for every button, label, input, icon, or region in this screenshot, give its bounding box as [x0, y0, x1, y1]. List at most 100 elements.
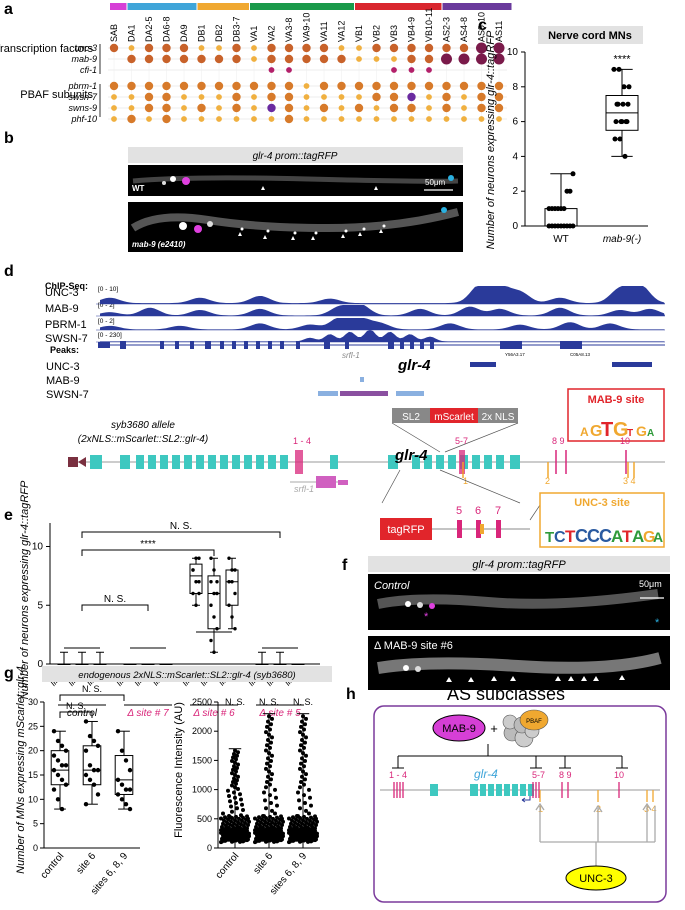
gene-srfl-1: srfl-1 — [342, 351, 360, 360]
g1-point — [87, 763, 93, 768]
expression-dot — [181, 105, 187, 111]
g2-point — [221, 811, 225, 816]
panel-letter-e: e — [4, 507, 13, 524]
expression-dot — [162, 114, 171, 124]
g2-point — [246, 816, 250, 821]
g2-point — [310, 838, 314, 843]
row-label-unc-3: unc-3 — [74, 43, 97, 53]
chart-c-ylabel: Number of neurons expressing glr-4::tagR… — [485, 30, 497, 249]
g2-point — [219, 816, 223, 821]
svg-text:T: T — [545, 529, 554, 546]
e-sig-label: N. S. — [170, 521, 192, 532]
allele-exon — [496, 455, 504, 469]
e-point — [197, 556, 201, 560]
allele-exon — [268, 455, 276, 469]
expression-dot — [373, 116, 380, 122]
expression-dot — [197, 81, 206, 91]
g2-point — [221, 821, 225, 826]
g2-point — [219, 830, 223, 835]
expression-dot — [354, 81, 364, 91]
g2-point — [305, 816, 309, 821]
gene-y56a3: Y56A3.17 — [505, 352, 525, 357]
g2-point — [303, 825, 307, 830]
expression-dot — [338, 45, 345, 51]
expression-dot — [146, 116, 152, 122]
g2-point — [281, 834, 285, 839]
row-label-swns-9: swns-9 — [68, 103, 97, 113]
g2-point — [225, 820, 229, 825]
expression-dot — [442, 43, 451, 53]
expression-dot — [268, 67, 275, 73]
mab9-oval: MAB-9 — [442, 723, 476, 735]
peak-mab9 — [360, 377, 364, 382]
expression-dot — [179, 54, 189, 64]
column-label: DA2-5 — [144, 16, 154, 42]
expression-dot — [407, 54, 416, 64]
g2-point — [222, 832, 226, 837]
panel-letter-g: g — [4, 665, 14, 682]
expression-dot — [426, 105, 432, 111]
mab9-motif-logo: A G T G T G A — [580, 419, 654, 441]
chip-signal — [100, 286, 665, 304]
class-bar-vb — [355, 3, 442, 10]
g1-point — [123, 758, 129, 763]
peaks-title: Peaks: — [50, 345, 79, 355]
g2-point — [288, 839, 292, 844]
expression-dot — [249, 81, 259, 91]
expression-dot — [179, 43, 189, 53]
allele-exon — [90, 455, 102, 469]
column-label: VA2 — [267, 26, 277, 42]
expression-dot — [251, 105, 257, 111]
expression-dot — [216, 116, 222, 122]
g2-point — [228, 815, 232, 820]
g1-ytick-label: 5 — [33, 819, 38, 829]
allele-line-1: syb3680 allele — [111, 420, 175, 431]
g2-point — [299, 724, 303, 729]
construct-mscarlet: mScarlet — [434, 412, 474, 423]
g1-point — [127, 767, 133, 773]
expression-dot — [494, 103, 504, 113]
expression-dot — [407, 92, 416, 102]
e-box-6-box — [189, 563, 203, 594]
c-point — [567, 188, 573, 194]
g2-point — [244, 832, 248, 837]
g1-point — [119, 748, 125, 753]
track-range: [0 - 2] — [98, 302, 115, 309]
track-name-swsn-7: SWSN-7 — [45, 333, 88, 345]
g1-point — [119, 797, 125, 802]
c-point — [620, 101, 626, 107]
h-exon — [512, 784, 518, 796]
h-site-label: 1 - 4 — [389, 770, 407, 780]
c-ytick-label: 2 — [512, 186, 518, 197]
g2-point — [223, 815, 227, 820]
expression-dot — [337, 81, 346, 91]
class-bar-sab — [110, 3, 127, 10]
g2-point — [294, 817, 298, 822]
g2-box-0-box — [225, 824, 245, 836]
expression-dot — [111, 105, 117, 111]
g2-box-2-box — [293, 823, 313, 836]
panel-f-title: glr-4 prom::tagRFP — [472, 559, 566, 571]
svg-text:*: * — [424, 611, 429, 623]
peak-swsn7 — [396, 391, 424, 396]
g2-point — [225, 834, 229, 839]
g2-point — [255, 821, 259, 826]
column-label: DB3-7 — [232, 16, 242, 42]
c-point — [625, 101, 631, 107]
expression-dot — [214, 81, 224, 91]
micrograph-wt: WT 50μm — [128, 165, 463, 196]
expression-dot — [461, 116, 467, 122]
expression-dot — [181, 116, 187, 122]
column-label: VB10-11 — [424, 8, 434, 42]
group-pbaf-subunits: PBAF subunits — [20, 89, 93, 101]
c-significance: **** — [613, 53, 631, 65]
g2-point — [304, 716, 308, 721]
g2-point — [303, 722, 307, 727]
expression-dot — [391, 56, 397, 62]
g2-point — [235, 806, 239, 811]
chart-c-title: Nerve cord MNs — [548, 30, 632, 42]
svg-text:C: C — [575, 526, 588, 546]
micrograph-delta-site6: Δ MAB-9 site #6 — [368, 636, 670, 690]
g2-point — [256, 832, 260, 837]
h-exon — [520, 784, 526, 796]
